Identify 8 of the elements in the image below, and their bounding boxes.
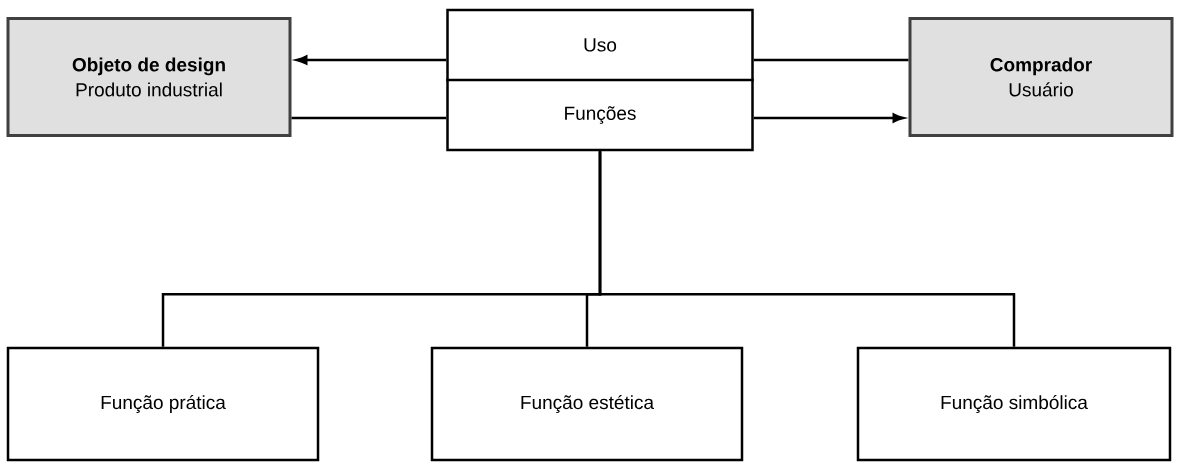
split-box: Uso Funções <box>446 8 754 152</box>
connector-arrow <box>753 113 905 123</box>
person-box: Comprador Usuário <box>908 17 1174 137</box>
function-box: Função estética <box>430 346 744 462</box>
connector-arrow <box>295 55 447 65</box>
function-box: Função prática <box>6 346 320 462</box>
person-box: Objeto de design Produto industrial <box>6 17 292 137</box>
function-box: Função simbólica <box>856 346 1172 462</box>
